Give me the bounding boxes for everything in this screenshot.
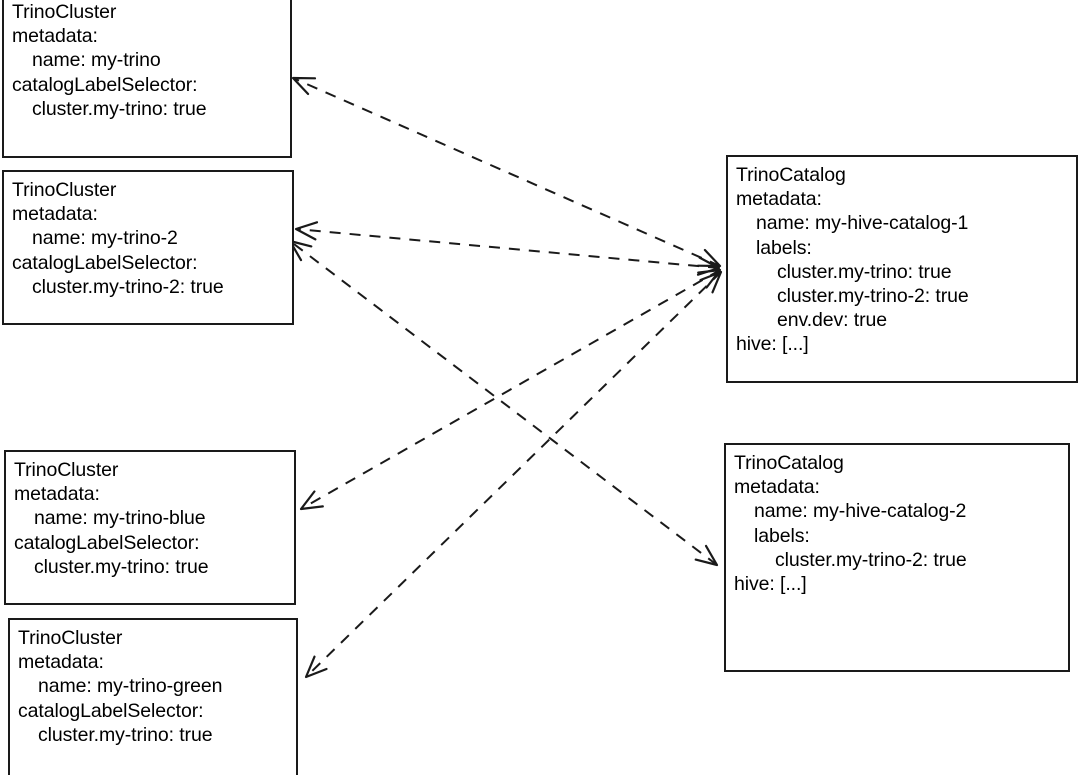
node-line: metadata: — [12, 25, 98, 48]
node-line: metadata: — [14, 483, 100, 506]
node-line: cluster.my-trino: true — [32, 97, 207, 120]
node-line: metadata: — [736, 188, 822, 211]
node-line: name: my-hive-catalog-2 — [754, 500, 967, 523]
node-line: hive: [...] — [734, 573, 807, 596]
node-line: cluster.my-trino-2: true — [775, 548, 967, 571]
edge-catalog1-my-trino[interactable] — [291, 76, 722, 268]
arrowhead-source — [699, 270, 723, 294]
node-line: name: my-trino — [32, 49, 161, 72]
node-line: labels: — [754, 524, 810, 547]
edge-line — [292, 77, 721, 267]
arrowhead-source — [697, 268, 722, 289]
node-line: cluster.my-trino-2: true — [777, 285, 969, 308]
node-line: catalogLabelSelector: — [12, 73, 198, 96]
edge-catalog1-my-trino-blue[interactable] — [299, 268, 722, 511]
node-line: TrinoCatalog — [734, 452, 844, 474]
node-line: name: my-trino-green — [38, 675, 223, 698]
node-line: TrinoCatalog — [736, 164, 846, 186]
node-line: cluster.my-trino-2: true — [32, 275, 224, 298]
node-line: metadata: — [12, 203, 98, 226]
node-line: catalogLabelSelector: — [12, 251, 198, 274]
node-line: catalogLabelSelector: — [18, 699, 204, 722]
node-line: hive: [...] — [736, 333, 809, 356]
edge-line — [295, 228, 720, 269]
arrowhead-target — [291, 76, 317, 96]
arrowhead-target — [299, 490, 324, 511]
edge-catalog1-my-trino-2[interactable] — [294, 221, 721, 276]
arrowhead-target — [304, 655, 328, 679]
edge-catalog1-my-trino-green[interactable] — [304, 270, 723, 679]
node-line: name: my-hive-catalog-1 — [756, 212, 969, 235]
edge-line — [305, 271, 722, 678]
edge-line — [289, 240, 718, 566]
node-line: cluster.my-trino: true — [34, 555, 209, 578]
arrowhead-source — [694, 544, 719, 567]
node-line: TrinoCluster — [18, 627, 123, 649]
node-line: TrinoCluster — [14, 459, 119, 481]
node-line: catalogLabelSelector: — [14, 531, 200, 554]
node-line: env.dev: true — [777, 309, 887, 332]
edge-catalog2-my-trino-2[interactable] — [288, 239, 719, 567]
node-line: cluster.my-trino: true — [38, 723, 213, 746]
node-line: labels: — [756, 236, 812, 259]
edge-line — [300, 269, 721, 510]
node-line: metadata: — [734, 476, 820, 499]
node-line: name: my-trino-blue — [34, 507, 206, 530]
node-line: metadata: — [18, 651, 104, 674]
node-line: TrinoCluster — [12, 1, 117, 23]
node-line: TrinoCluster — [12, 179, 117, 201]
arrowhead-source — [696, 248, 722, 268]
node-line: name: my-trino-2 — [32, 227, 178, 250]
arrowhead-source — [696, 256, 721, 276]
node-line: cluster.my-trino: true — [777, 260, 952, 283]
arrowhead-target — [294, 221, 319, 241]
